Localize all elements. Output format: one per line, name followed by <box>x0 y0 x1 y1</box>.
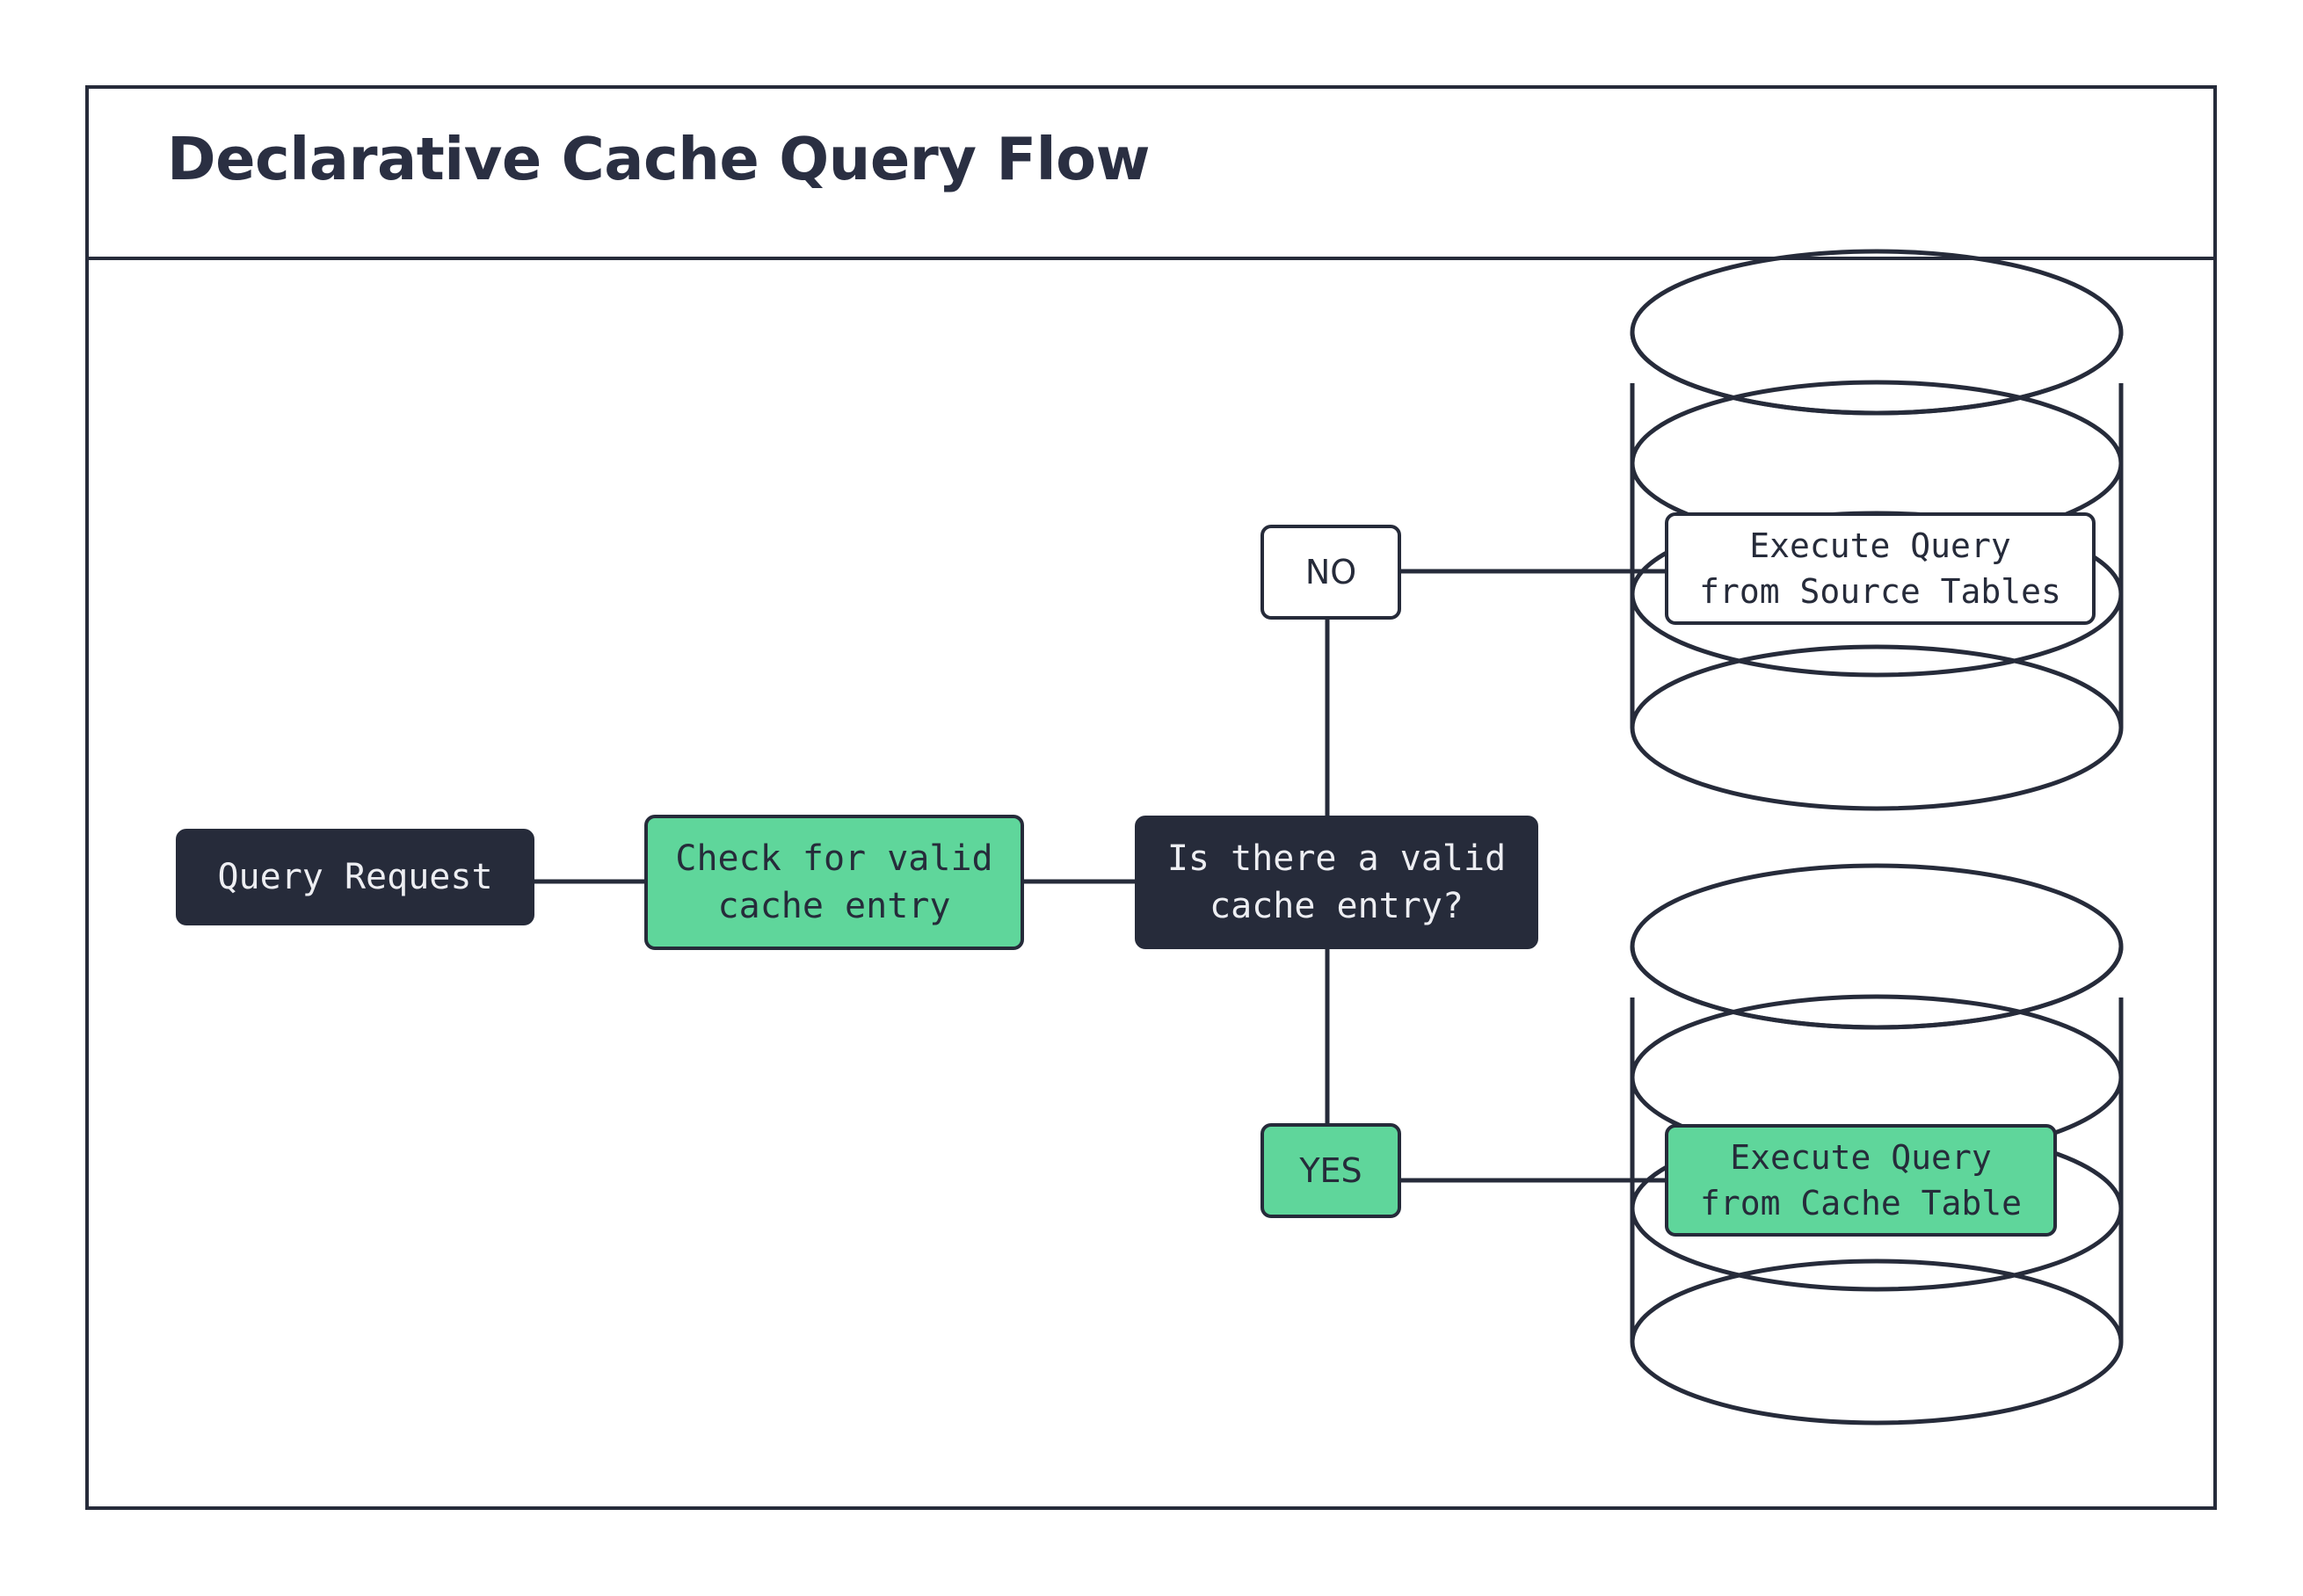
node-execute-query-from-source-tables[interactable]: Execute Query from Source Tables <box>1665 512 2096 625</box>
edge-label-no[interactable]: NO <box>1260 525 1401 620</box>
node-check-for-valid-cache-entry[interactable]: Check for valid cache entry <box>644 815 1024 950</box>
diagram-frame <box>85 85 2217 1510</box>
node-execute-query-from-cache-table[interactable]: Execute Query from Cache Table <box>1665 1124 2057 1237</box>
page-title: Declarative Cache Query Flow <box>167 125 1151 193</box>
diagram-header <box>85 85 2217 260</box>
node-query-request[interactable]: Query Request <box>176 829 534 925</box>
node-decision-valid-cache-entry[interactable]: Is there a valid cache entry? <box>1135 816 1538 949</box>
edge-label-yes[interactable]: YES <box>1260 1123 1401 1218</box>
